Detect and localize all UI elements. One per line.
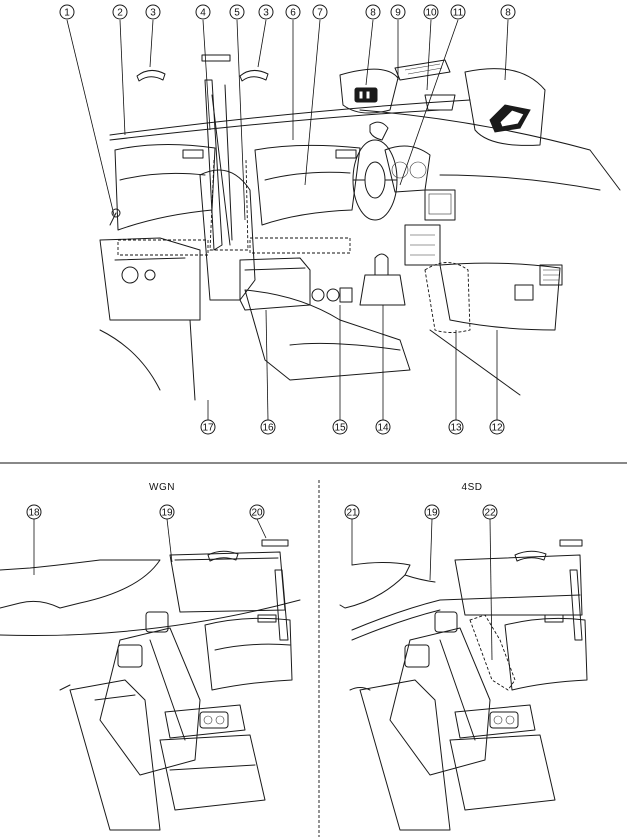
callout-3b: 3 xyxy=(258,4,274,20)
svg-text:14: 14 xyxy=(377,423,389,434)
svg-text:2: 2 xyxy=(117,8,123,19)
callout-9: 9 xyxy=(390,4,406,20)
svg-text:8: 8 xyxy=(370,8,376,19)
svg-text:7: 7 xyxy=(317,8,323,19)
svg-text:11: 11 xyxy=(453,8,464,19)
variant-label-4sd: 4SD xyxy=(462,482,483,493)
callout-5: 5 xyxy=(229,4,245,20)
callout-2: 2 xyxy=(112,4,128,20)
svg-text:16: 16 xyxy=(262,423,274,434)
callout-19-4sd: 19 xyxy=(424,504,440,520)
svg-text:22: 22 xyxy=(484,508,496,519)
callout-21: 21 xyxy=(344,504,360,520)
callout-18: 18 xyxy=(26,504,42,520)
wgn-rear-seat-illustration xyxy=(0,539,301,831)
callout-12: 12 xyxy=(489,419,505,435)
callout-15: 15 xyxy=(332,419,348,435)
callout-1: 1 xyxy=(59,4,75,20)
callout-19-wgn: 19 xyxy=(159,504,175,520)
dashed-area-1 xyxy=(117,239,209,256)
callout-22: 22 xyxy=(482,504,498,520)
svg-text:17: 17 xyxy=(202,423,214,434)
svg-text:21: 21 xyxy=(346,508,358,519)
svg-text:15: 15 xyxy=(334,423,346,434)
callout-20: 20 xyxy=(249,504,265,520)
svg-text:12: 12 xyxy=(491,423,503,434)
cabin-interior-illustration xyxy=(99,54,621,401)
svg-text:3: 3 xyxy=(263,8,269,19)
svg-text:4: 4 xyxy=(200,8,206,19)
4sd-rear-seat-illustration xyxy=(339,539,588,831)
dashed-area-7 xyxy=(249,237,351,254)
dashed-area-13 xyxy=(424,262,471,333)
callout-8a: 8 xyxy=(365,4,381,20)
svg-text:19: 19 xyxy=(161,508,173,519)
svg-text:13: 13 xyxy=(450,423,462,434)
dashed-area-22 xyxy=(469,614,516,691)
callout-13: 13 xyxy=(448,419,464,435)
dashed-area-4 xyxy=(209,159,249,251)
svg-text:8: 8 xyxy=(505,8,511,19)
svg-text:20: 20 xyxy=(251,508,263,519)
svg-text:9: 9 xyxy=(395,8,401,19)
callout-4: 4 xyxy=(195,4,211,20)
svg-text:19: 19 xyxy=(426,508,438,519)
callout-14: 14 xyxy=(375,419,391,435)
svg-text:1: 1 xyxy=(64,8,70,19)
callouts-4sd: 21 19 22 xyxy=(344,504,498,520)
svg-text:18: 18 xyxy=(28,508,40,519)
callout-11: 11 xyxy=(450,4,466,20)
callout-16: 16 xyxy=(260,419,276,435)
callouts-top: 1 2 3 4 5 3 6 7 8 9 10 11 8 17 16 15 14 … xyxy=(59,4,516,435)
callout-8b: 8 xyxy=(500,4,516,20)
callouts-wgn: 18 19 20 xyxy=(26,504,265,520)
callout-10: 10 xyxy=(423,4,439,20)
svg-text:10: 10 xyxy=(425,8,437,19)
callout-17: 17 xyxy=(200,419,216,435)
callout-7: 7 xyxy=(312,4,328,20)
variant-label-wgn: WGN xyxy=(149,482,175,493)
callout-3a: 3 xyxy=(145,4,161,20)
svg-text:5: 5 xyxy=(234,8,240,19)
callout-6: 6 xyxy=(285,4,301,20)
svg-text:6: 6 xyxy=(290,8,296,19)
leader-lines-top xyxy=(66,19,509,421)
svg-text:3: 3 xyxy=(150,8,156,19)
